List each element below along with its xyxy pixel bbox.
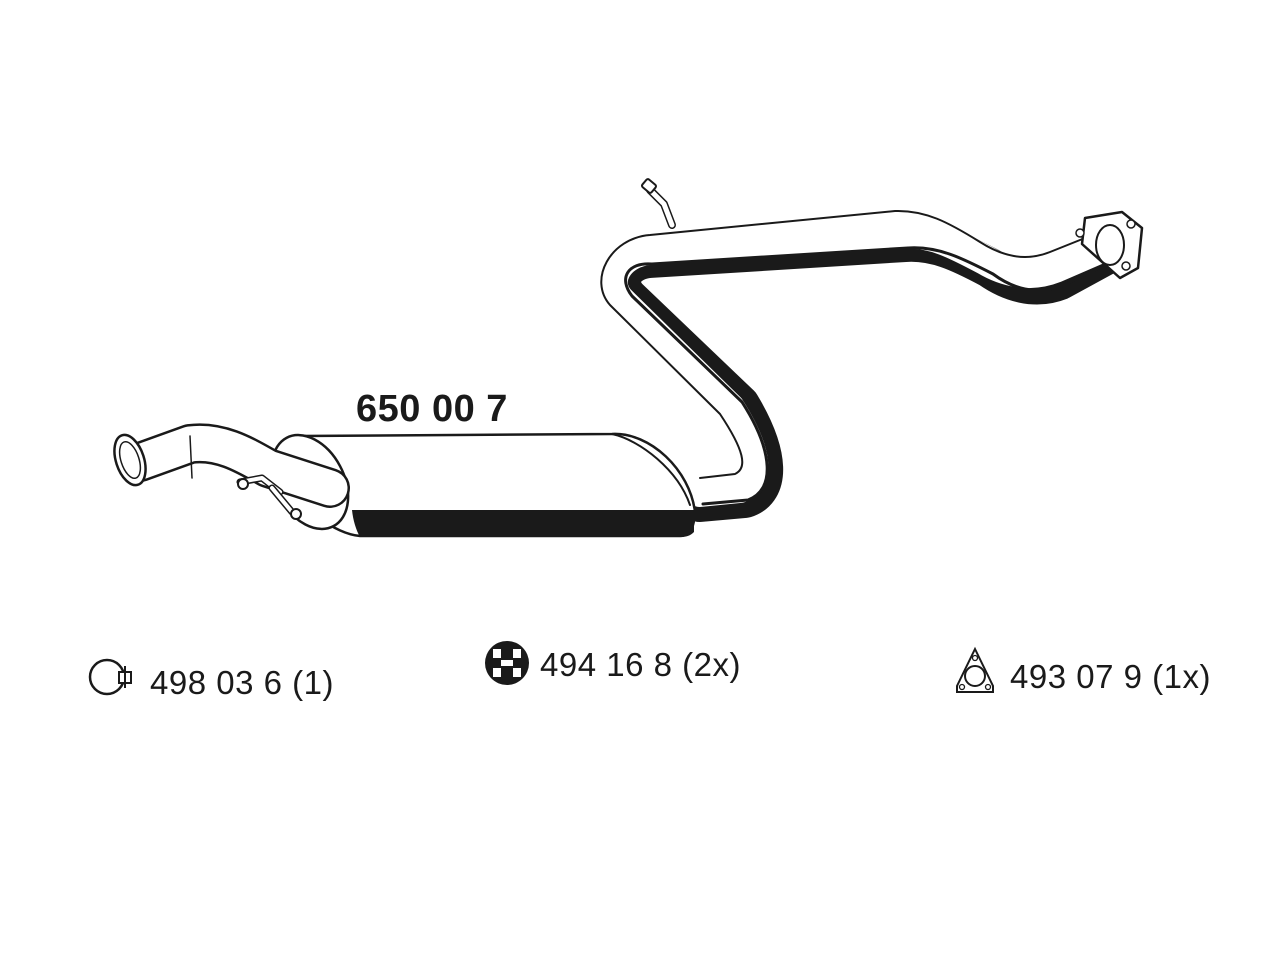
hanger-brackets (236, 474, 302, 520)
accessory-rubber-hanger-label: 494 16 8 (2x) (540, 646, 741, 683)
tail-pipe (113, 423, 350, 508)
sensor-wire (641, 178, 676, 229)
rubber-hanger-icon (485, 641, 529, 685)
accessory-flange-gasket-label: 493 07 9 (1x) (1010, 658, 1211, 695)
accessory-clamp: 498 03 6 (1) (86, 652, 334, 702)
accessory-clamp-label: 498 03 6 (1) (150, 664, 334, 701)
front-pipe (597, 209, 1135, 522)
front-flange (1075, 210, 1144, 280)
clamp-icon (88, 658, 132, 696)
flange-gasket-icon (956, 646, 994, 693)
accessory-flange-gasket: 493 07 9 (1x) (954, 644, 1211, 696)
accessory-rubber-hanger: 494 16 8 (2x) (484, 636, 741, 690)
part-number-label: 650 00 7 (356, 388, 508, 430)
